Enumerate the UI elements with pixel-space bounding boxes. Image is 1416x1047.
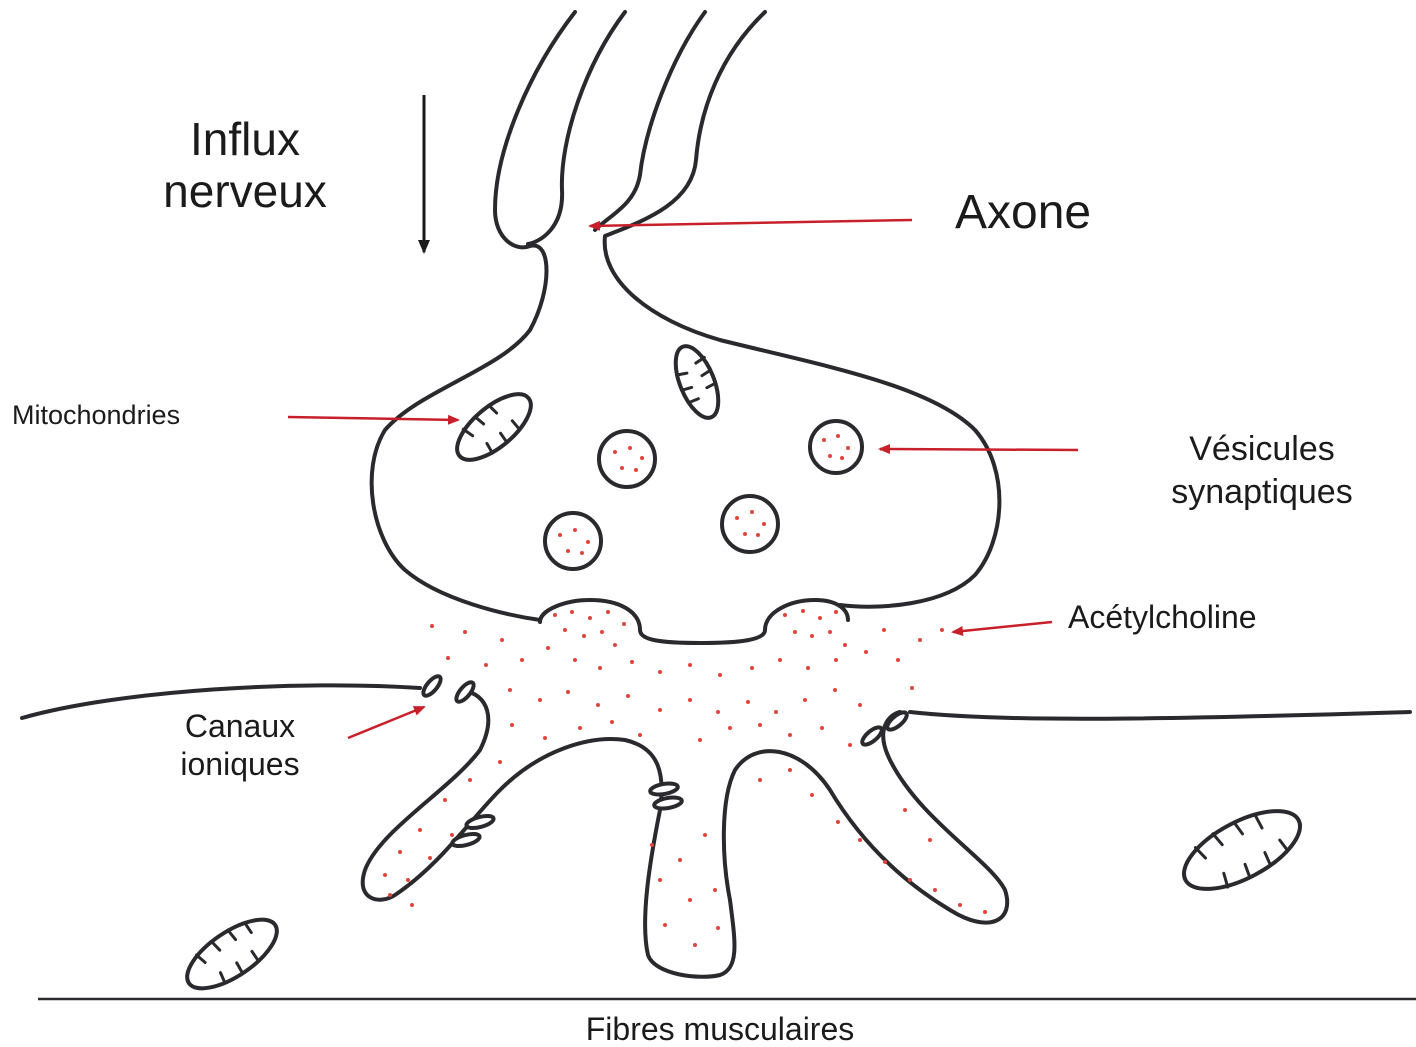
label-acetylcholine: Acétylcholine	[1068, 599, 1257, 635]
mitochondries-pointer-arrow	[288, 417, 458, 420]
label-mitochondries: Mitochondries	[12, 400, 180, 430]
label-canaux-line2: ioniques	[180, 746, 299, 782]
muscle-mitochondrion-left	[177, 907, 288, 1002]
label-vesicules-line1: Vésicules	[1189, 430, 1335, 468]
label-vesicules-line2: synaptiques	[1171, 473, 1352, 511]
synaptic-vesicles	[545, 421, 862, 569]
label-influx-line2: nerveux	[163, 165, 327, 217]
acetylcholine-dots	[383, 609, 987, 947]
label-axone: Axone	[955, 186, 1091, 239]
mitochondrion-top	[667, 340, 727, 423]
mitochondrion-left	[447, 383, 542, 471]
axon-outline	[372, 12, 1000, 620]
label-fibres-musculaires: Fibres musculaires	[586, 1011, 855, 1047]
canaux-pointer-arrow	[348, 707, 424, 738]
vesicules-pointer-arrow	[880, 449, 1078, 450]
muscle-mitochondrion-right	[1172, 795, 1311, 905]
acetylcholine-pointer-arrow	[953, 622, 1052, 632]
label-canaux-line1: Canaux	[185, 708, 295, 744]
label-influx-line1: Influx	[190, 113, 300, 165]
terminal-bulges	[540, 600, 848, 643]
